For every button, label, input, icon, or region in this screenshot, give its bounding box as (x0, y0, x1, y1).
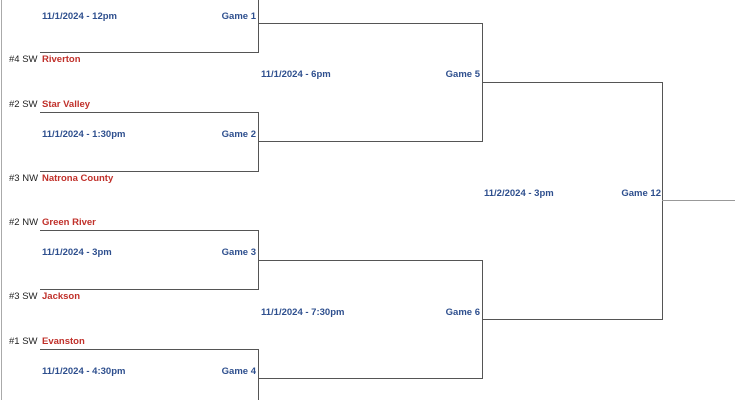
game-12-top-line (482, 82, 663, 83)
team-seed: #3 NW (9, 173, 39, 184)
game-time: 11/1/2024 - 12pm (42, 11, 117, 22)
team-seed: #2 SW (9, 99, 38, 110)
team-name: Natrona County (42, 173, 114, 184)
game-12-bracket (662, 82, 663, 320)
page-border-left (1, 0, 2, 400)
game-6-bottom-line (258, 378, 483, 379)
game-6-top-line (258, 260, 483, 261)
team-name: Evanston (42, 336, 85, 347)
game-label: Game 1 (221, 11, 256, 22)
team-name: Jackson (42, 291, 81, 302)
game-label: Game 12 (621, 188, 661, 199)
game-5-top-line (258, 23, 483, 24)
team-seed: #1 SW (9, 336, 38, 347)
game-time: 11/2/2024 - 3pm (484, 188, 554, 199)
team-name: Riverton (42, 54, 81, 65)
team-seed: #2 NW (9, 217, 39, 228)
game-3-bottom-line (40, 289, 259, 290)
game-2-top-line (40, 112, 259, 113)
team-seed: #3 SW (9, 291, 38, 302)
game-time: 11/1/2024 - 3pm (42, 247, 112, 258)
game-time: 11/1/2024 - 4:30pm (42, 366, 126, 377)
game-2-bottom-line (40, 171, 259, 172)
game-1-bracket (258, 0, 259, 53)
game-label: Game 5 (445, 69, 480, 80)
game-label: Game 4 (221, 366, 256, 377)
winner-line (662, 200, 735, 201)
game-time: 11/1/2024 - 6pm (261, 69, 331, 80)
game-time: 11/1/2024 - 1:30pm (42, 129, 126, 140)
team-name: Star Valley (42, 99, 91, 110)
team-name: Green River (42, 217, 96, 228)
game-12-bottom-line (482, 319, 663, 320)
game-2-bracket (258, 112, 259, 172)
game-5-bottom-line (258, 141, 483, 142)
game-1-bottom-line (40, 52, 259, 53)
game-label: Game 3 (221, 247, 256, 258)
game-label: Game 6 (445, 307, 480, 318)
game-label: Game 2 (221, 129, 256, 140)
game-3-top-line (40, 230, 259, 231)
game-4-top-line (40, 349, 259, 350)
team-seed: #4 SW (9, 54, 38, 65)
game-time: 11/1/2024 - 7:30pm (261, 307, 345, 318)
game-4-bracket (258, 349, 259, 400)
